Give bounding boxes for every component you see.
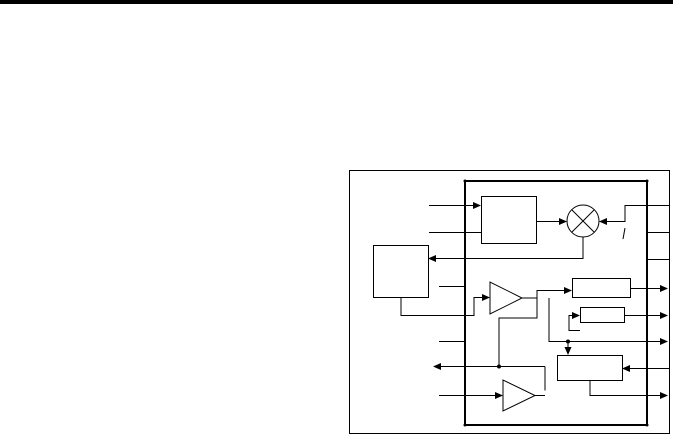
branch-right-line xyxy=(548,298,660,342)
control-output-arrow xyxy=(660,392,668,399)
output-1-arrow xyxy=(660,285,668,292)
package-corner-dot-bl xyxy=(463,423,467,427)
block2-loop-arrow xyxy=(572,312,580,319)
control-block xyxy=(557,355,623,381)
right-input-to-mixer-line xyxy=(607,205,670,222)
multiplier-mixer-symbol xyxy=(566,204,600,238)
amp-output-arrow xyxy=(564,287,572,294)
control-input-arrow xyxy=(622,365,630,372)
input-arrow-1 xyxy=(473,202,481,209)
external-to-amp-line xyxy=(400,297,482,316)
right-input-to-mixer-arrow xyxy=(599,218,607,225)
block-to-mixer-arrow xyxy=(559,218,567,225)
upper-function-block xyxy=(481,196,537,244)
branch-right-arrow xyxy=(660,338,668,345)
ic-package-outline xyxy=(464,180,648,426)
amp-output-line xyxy=(522,290,564,299)
left-output-arrow xyxy=(433,363,441,370)
package-corner-dot-br xyxy=(645,423,649,427)
output-2-arrow xyxy=(660,312,668,319)
outer-frame xyxy=(349,170,670,434)
feedback-line xyxy=(498,298,538,367)
output-block-1 xyxy=(572,278,631,298)
tick-mark xyxy=(622,227,626,240)
package-corner-dot-tr xyxy=(645,179,649,183)
buffer-amplifier-lower xyxy=(502,379,537,412)
lower-amp-input-arrow xyxy=(495,392,503,399)
output-block-2 xyxy=(580,307,625,323)
mixer-output-line xyxy=(436,237,584,259)
block2-loop-line xyxy=(568,315,580,331)
page-top-rule xyxy=(0,0,673,4)
control-output-line xyxy=(589,381,660,396)
package-corner-dot-tl xyxy=(463,179,467,183)
external-to-amp-arrow xyxy=(482,294,490,301)
junction-down-arrow xyxy=(564,347,572,355)
buffer-amplifier-upper xyxy=(489,281,524,315)
mixer-output-arrow xyxy=(428,255,436,262)
external-block xyxy=(373,245,429,298)
